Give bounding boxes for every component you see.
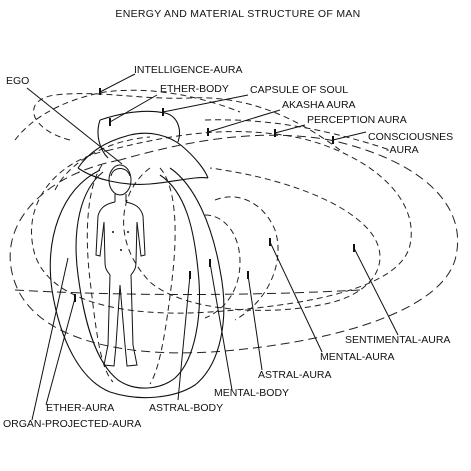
- astral-body-outline: [75, 171, 200, 389]
- label-consciousness-aura-suffix: -AURA: [386, 144, 419, 156]
- label-astral-body: ASTRAL-BODY: [149, 402, 223, 414]
- diagram-title: ENERGY AND MATERIAL STRUCTURE OF MAN: [115, 8, 360, 20]
- label-ego: EGO: [6, 75, 29, 87]
- mental-aura-outline: [214, 196, 279, 321]
- intelligence-aura-outline: [14, 89, 241, 141]
- akasha-aura-outline: [33, 93, 341, 151]
- leader-lines: [26, 73, 399, 421]
- sentimental-aura-outline: [123, 167, 381, 311]
- astral-aura-outline: [204, 214, 241, 319]
- label-akasha-aura: AKASHA AURA: [282, 99, 356, 111]
- outer-auras: [9, 89, 459, 354]
- label-intelligence-aura: INTELLIGENCE-AURA: [134, 64, 243, 76]
- label-consciousness-aura: CONSCIOUSNES: [368, 131, 453, 143]
- label-mental-aura: MENTAL-AURA: [320, 351, 394, 363]
- label-ether-body: ETHER-BODY: [160, 83, 229, 95]
- label-mental-body: MENTAL-BODY: [214, 387, 289, 399]
- label-capsule-of-soul: CAPSULE OF SOUL: [250, 84, 348, 96]
- labels: INTELLIGENCE-AURA EGO ETHER-BODY CAPSULE…: [3, 64, 453, 430]
- mental-body-outline: [49, 167, 225, 399]
- human-figure: [95, 164, 146, 367]
- upper-arc-1: [54, 136, 151, 191]
- label-organ-projected-aura: ORGAN-PROJECTED-AURA: [3, 418, 141, 430]
- ether-aura-outline: [149, 167, 176, 385]
- organ-projected-aura-outline: [86, 164, 114, 383]
- consciousness-aura-outline: [9, 134, 459, 354]
- label-astral-aura: ASTRAL-AURA: [258, 369, 332, 381]
- label-sentimental-aura: SENTIMENTAL-AURA: [345, 334, 450, 346]
- label-perception-aura: PERCEPTION AURA: [307, 114, 407, 126]
- perception-aura-outline: [31, 131, 412, 314]
- ether-body-hood: [77, 110, 209, 185]
- label-ether-aura: ETHER-AURA: [46, 402, 114, 414]
- horizontal-dash-line: [14, 289, 361, 295]
